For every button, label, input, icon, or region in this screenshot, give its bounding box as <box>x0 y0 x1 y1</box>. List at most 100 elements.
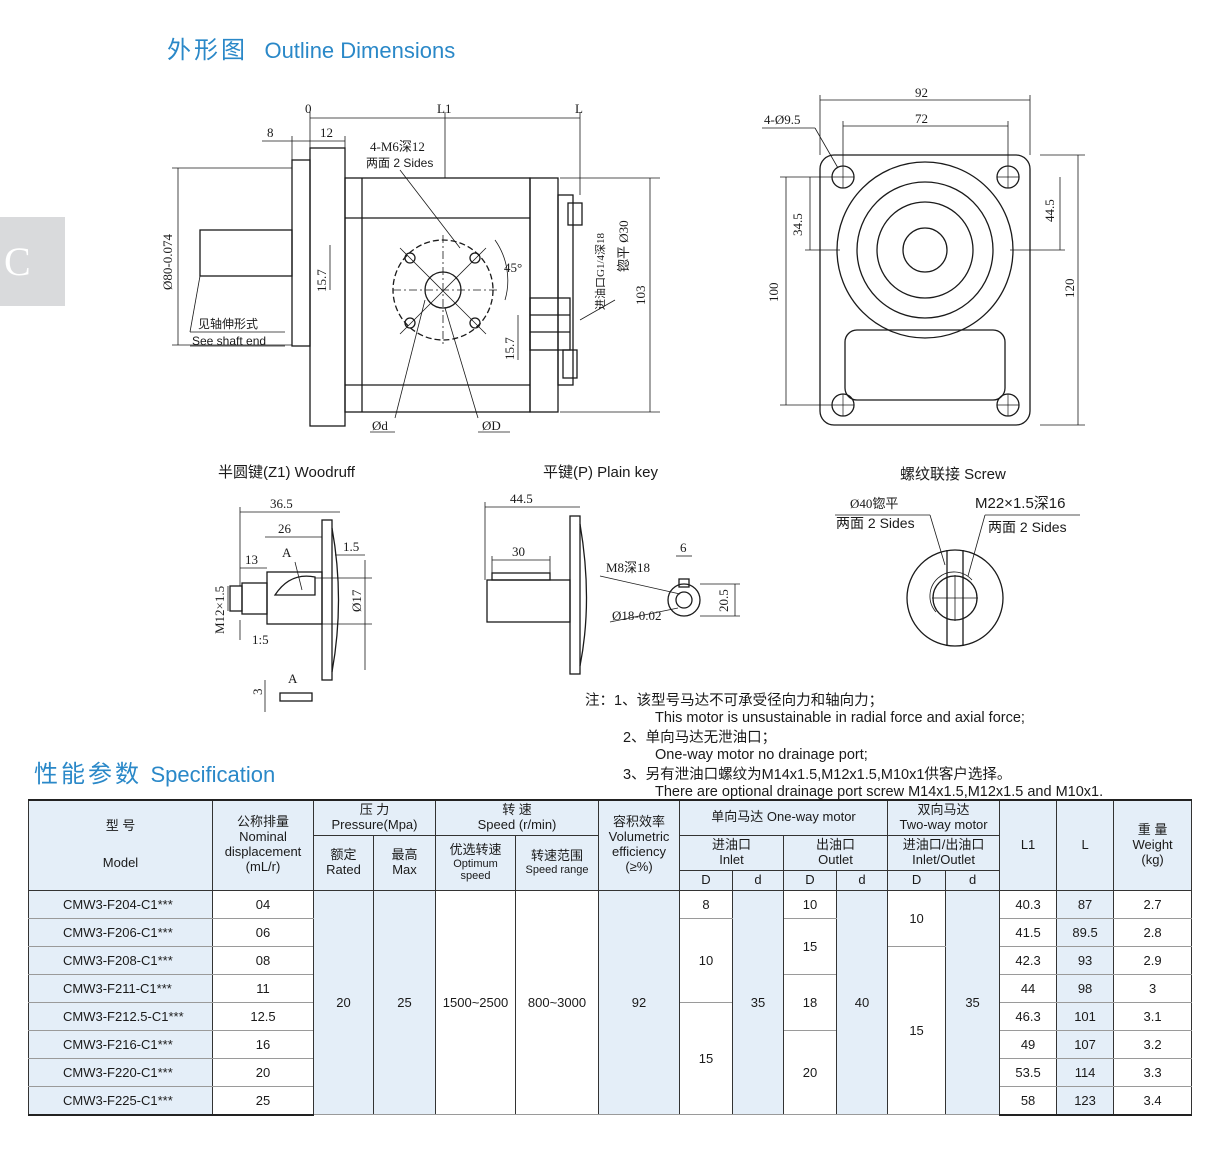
dim-dia18: Ø18-0.02 <box>612 608 661 623</box>
cell-l: 93 <box>1056 946 1115 975</box>
disp-en: Nominal displacement <box>224 829 302 860</box>
dim-15-7-b: 15.7 <box>502 337 517 360</box>
cell-l1: 44 <box>999 974 1058 1003</box>
cell-l1: 41.5 <box>999 918 1058 947</box>
cell-optimum: 1500~2500 <box>435 890 516 1116</box>
note-3-en: There are optional drainage port screw M… <box>655 784 1104 800</box>
cell-disp: 25 <box>212 1086 314 1116</box>
dim-36-5: 36.5 <box>270 496 293 511</box>
cell-disp: 04 <box>212 890 314 919</box>
table-row: CMW3-F212.5-C1*** 12.5 15 46.3 101 3.1 <box>28 1002 1193 1116</box>
dim-12: 12 <box>320 125 333 140</box>
col-oneway: 单向马达 One-way motor <box>678 798 889 836</box>
dim-dia17: Ø17 <box>349 589 364 612</box>
cell-model: CMW3-F206-C1*** <box>28 918 213 947</box>
section-tab: C <box>0 217 65 306</box>
dim-l1: L1 <box>437 101 451 116</box>
weight-unit: (kg) <box>1141 851 1164 867</box>
note-1-cn: 该型号马达不可承受径向力和轴向力； <box>636 693 884 709</box>
dim-m22: M22×1.5深16 <box>975 495 1065 512</box>
dim-72: 72 <box>915 111 928 126</box>
cell-weight: 3 <box>1113 974 1193 1003</box>
weight-cn: 重 量 <box>1137 821 1168 837</box>
max-en: Max <box>392 861 417 877</box>
spec-title: 性能参数 Specification <box>34 754 275 789</box>
cell-l: 98 <box>1056 974 1115 1003</box>
table-row: CMW3-F220-C1*** 20 53.5 114 3.3 <box>28 1058 1193 1087</box>
dim-26: 26 <box>278 521 292 536</box>
col-l: L <box>1056 798 1115 891</box>
cell-l: 107 <box>1056 1030 1115 1059</box>
note-1-num: 1、 <box>614 693 637 709</box>
cell-weight: 2.9 <box>1113 946 1193 975</box>
screw-sides-2: 两面 2 Sides <box>988 519 1067 535</box>
section-a-mark: A <box>282 545 292 560</box>
dim-6: 6 <box>680 540 687 555</box>
dim-8: 8 <box>267 125 274 140</box>
front-view-labels: 0 L1 L 8 12 4-M6深12 两面 2 Sides Ø80-0.074… <box>160 101 648 433</box>
cell-l: 89.5 <box>1056 918 1115 947</box>
cell-inlet-D: 15 <box>679 1002 733 1116</box>
cell-outlet-D: 15 <box>783 918 837 975</box>
screw-title: 螺纹联接 Screw <box>900 466 1006 483</box>
screw-drawing <box>835 514 1080 647</box>
speed-cn: 转 速 <box>502 802 532 817</box>
cell-disp: 12.5 <box>212 1002 314 1031</box>
dim-inlet: 进油口G1/4深18 <box>593 233 607 310</box>
vol-cn: 容积效率 <box>612 814 665 830</box>
note-3-num: 3、 <box>623 767 646 783</box>
cell-l1: 58 <box>999 1086 1058 1116</box>
outline-title: 外形图 Outline Dimensions <box>167 30 455 65</box>
cell-disp: 16 <box>212 1030 314 1059</box>
side-view-drawing <box>762 95 1085 426</box>
cell-l1: 46.3 <box>999 1002 1058 1031</box>
dim-spot: 锪平 Ø30 <box>616 220 631 272</box>
cell-outlet-D: 18 <box>783 974 837 1031</box>
dim-small-d: Ød <box>372 418 388 433</box>
max-cn: 最高 <box>391 846 418 862</box>
cell-l1: 40.3 <box>999 890 1058 919</box>
spec-title-en: Specification <box>150 762 276 787</box>
col-inlet-d: d <box>732 869 784 891</box>
speed-en: Speed (r/min) <box>477 816 557 832</box>
spec-title-cn: 性能参数 <box>34 760 142 788</box>
cell-l1: 42.3 <box>999 946 1058 975</box>
rated-cn: 额定 <box>330 846 357 862</box>
dim-20-5: 20.5 <box>716 589 731 612</box>
disp-unit: (mL/r) <box>245 859 281 875</box>
dim-103: 103 <box>633 286 648 306</box>
cell-l: 123 <box>1056 1086 1115 1116</box>
dim-dia40: Ø40锪平 <box>850 496 898 511</box>
table-row: CMW3-F211-C1*** 11 18 44 98 3 <box>28 974 1193 1031</box>
front-view-drawing <box>172 112 660 433</box>
dim-holes: 4-Ø9.5 <box>764 112 800 127</box>
dim-15-7-a: 15.7 <box>314 269 329 292</box>
cell-weight: 3.3 <box>1113 1058 1193 1087</box>
col-l1: L1 <box>999 798 1058 891</box>
note-2-num: 2、 <box>623 730 646 746</box>
woodruff-title: 半圆键(Z1) Woodruff <box>218 464 355 481</box>
dim-45-deg: 45° <box>504 260 522 275</box>
dim-100: 100 <box>766 283 781 303</box>
cell-outlet-D: 20 <box>783 1030 837 1116</box>
note-2-cn: 单向马达无泄油口； <box>645 730 777 746</box>
opt-cn: 优选转速 <box>449 841 502 857</box>
dim-zero: 0 <box>305 101 312 116</box>
cell-inlet-D: 8 <box>679 890 733 919</box>
cell-l1: 53.5 <box>999 1058 1058 1087</box>
woodruff-drawing <box>227 507 372 712</box>
cell-weight: 3.4 <box>1113 1086 1193 1116</box>
cell-disp: 06 <box>212 918 314 947</box>
model-en: Model <box>102 855 139 871</box>
table-row: CMW3-F216-C1*** 16 20 49 107 3.2 <box>28 1030 1193 1116</box>
plain-key-labels: 44.5 30 M8深18 6 20.5 Ø18-0.02 <box>510 491 731 623</box>
